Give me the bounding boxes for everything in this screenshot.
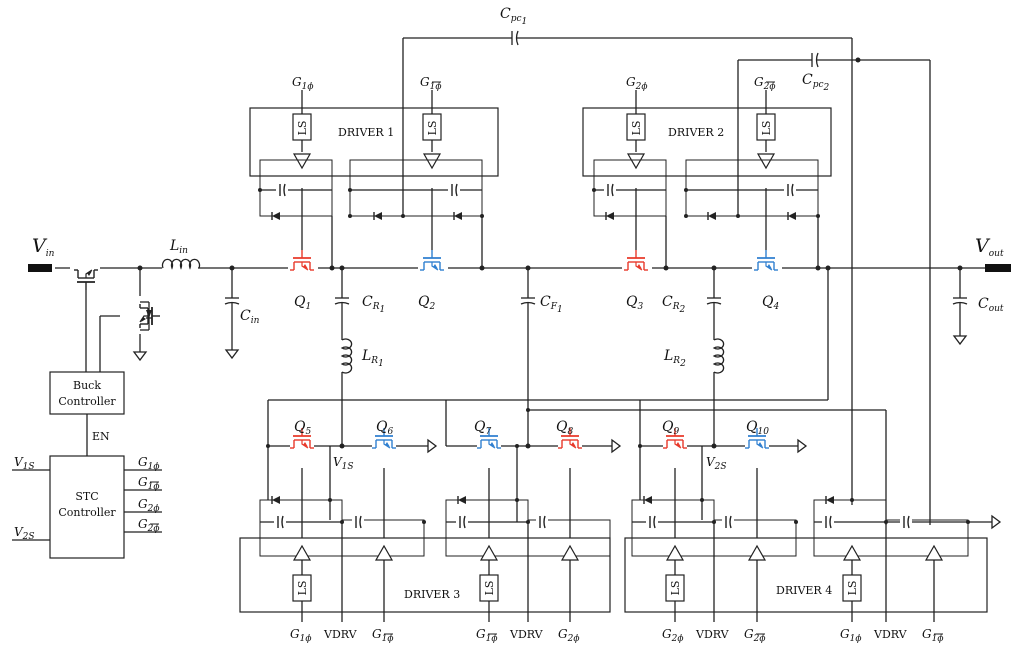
- lin-label: Lin: [169, 238, 188, 256]
- vin-label: Vin: [32, 235, 55, 259]
- q2-label: Q2: [418, 294, 435, 312]
- cf1-branch: [520, 265, 536, 446]
- cpc1-path: [402, 30, 853, 505]
- inductor-lin: [161, 258, 201, 272]
- v2s-node-label: V2S: [706, 455, 727, 472]
- q7-label: Q7: [474, 419, 491, 437]
- q3-transistor: [622, 188, 652, 272]
- q6-label: Q6: [376, 419, 393, 437]
- svg-text:STC: STC: [75, 490, 98, 503]
- q9-label: Q9: [662, 419, 679, 437]
- svg-text:Buck: Buck: [73, 379, 101, 392]
- ls-d4a: LS: [669, 581, 682, 596]
- lower-bus: [267, 265, 887, 525]
- driver-4-label: DRIVER 4: [776, 584, 832, 597]
- q1-label: Q1: [294, 294, 311, 312]
- bottom-gate-labels: G1ϕ VDRV G1ϕ G1ϕ VDRV G2ϕ G2ϕ VDRV G2ϕ G…: [290, 627, 943, 644]
- v1s-node-label: V1S: [333, 455, 354, 472]
- g2phibar-top: G2ϕ: [754, 75, 775, 92]
- q2-transistor: [418, 188, 448, 272]
- q8-transistor: [525, 427, 622, 548]
- q9-transistor: [640, 427, 717, 548]
- ls-d2a: LS: [630, 121, 643, 136]
- vout-terminal: [985, 264, 1011, 272]
- q5-label: Q5: [294, 419, 311, 437]
- q10-transistor: [714, 427, 808, 548]
- bl-7: VDRV: [695, 628, 730, 641]
- ls-d4b: LS: [846, 581, 859, 596]
- ls-d2b: LS: [760, 121, 773, 136]
- svg-text:Controller: Controller: [58, 506, 116, 519]
- bl-10: VDRV: [873, 628, 908, 641]
- svg-text:G2ϕ: G2ϕ: [138, 517, 159, 534]
- g1phi-top: G1ϕ: [292, 75, 313, 92]
- input-switch: [70, 260, 161, 372]
- cpc2-path: [737, 52, 931, 525]
- cpc1-label: Cpc1: [500, 6, 527, 27]
- cpc2-label: Cpc2: [802, 72, 830, 93]
- buck-controller: Buck Controller EN: [49, 371, 125, 456]
- capacitor-cin: [224, 265, 240, 360]
- cr1-label: CR1: [362, 294, 385, 315]
- driver-2-label: DRIVER 2: [668, 126, 724, 139]
- bl-1: VDRV: [323, 628, 358, 641]
- bl-11: G1ϕ: [922, 627, 943, 644]
- ls-d1b: LS: [426, 121, 439, 136]
- bl-3: G1ϕ: [476, 627, 497, 644]
- svg-text:G2ϕ: G2ϕ: [138, 497, 159, 514]
- capacitor-cout: [952, 265, 968, 346]
- ls-d3a: LS: [296, 581, 309, 596]
- bl-2: G1ϕ: [372, 627, 393, 644]
- ls-d1a: LS: [296, 121, 309, 136]
- svg-text:V2S: V2S: [14, 525, 35, 542]
- driver-3-label: DRIVER 3: [404, 588, 460, 601]
- en-label: EN: [92, 430, 110, 443]
- stc-controller: STC Controller V1S V2S G1ϕ G1ϕ G2ϕ G2ϕ: [12, 455, 162, 559]
- driver-2: LS LS DRIVER 2: [582, 90, 832, 271]
- q5-transistor: [268, 427, 345, 548]
- svg-text:V1S: V1S: [14, 455, 35, 472]
- q8-label: Q8: [556, 419, 573, 437]
- cf1-label: CF1: [540, 294, 563, 315]
- bl-9: G1ϕ: [840, 627, 861, 644]
- q3-label: Q3: [626, 294, 643, 312]
- g1phibar-top: G1ϕ: [420, 75, 441, 92]
- cr2-label: CR2: [662, 294, 686, 315]
- lr2-label: LR2: [663, 348, 686, 369]
- svg-text:G1ϕ: G1ϕ: [138, 475, 159, 492]
- bl-4: VDRV: [509, 628, 544, 641]
- cr1-lr1-branch: [334, 265, 353, 446]
- q10-label: Q10: [746, 419, 769, 437]
- bl-5: G2ϕ: [558, 627, 579, 644]
- vout-label: Vout: [975, 235, 1004, 259]
- q6-transistor: [342, 427, 438, 548]
- q7-transistor: [446, 427, 528, 548]
- driver-4: LS LS DRIVER 4: [624, 444, 1002, 622]
- bl-8: G2ϕ: [744, 627, 765, 644]
- q4-label: Q4: [762, 294, 779, 312]
- driver-1: LS LS DRIVER 1: [249, 90, 499, 271]
- driver-1-label: DRIVER 1: [338, 126, 394, 139]
- q4-transistor: [752, 188, 782, 272]
- lr1-label: LR1: [361, 348, 384, 369]
- driver-3: LS LS DRIVER 3: [239, 444, 611, 622]
- svg-text:G1ϕ: G1ϕ: [138, 455, 159, 472]
- bl-0: G1ϕ: [290, 627, 311, 644]
- vin-terminal: [28, 264, 52, 272]
- ls-d3b: LS: [483, 581, 496, 596]
- q1-transistor: [288, 188, 318, 272]
- cout-label: Cout: [978, 296, 1004, 314]
- g2phi-top: G2ϕ: [626, 75, 647, 92]
- cin-label: Cin: [240, 308, 260, 326]
- bl-6: G2ϕ: [662, 627, 683, 644]
- svg-text:Controller: Controller: [58, 395, 116, 408]
- cr2-lr2-branch: [706, 265, 725, 446]
